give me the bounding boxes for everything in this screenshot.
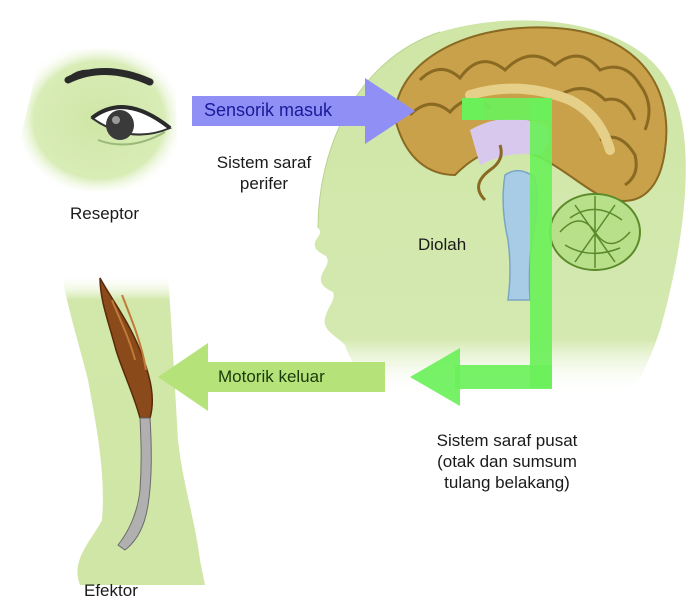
effector-label: Efektor: [84, 581, 138, 600]
brain-illustration: [393, 26, 668, 301]
leg-illustration: [62, 275, 205, 585]
eye-illustration: [20, 48, 178, 192]
cns-label-line-2: (otak dan sumsum: [437, 452, 577, 471]
peripheral-nervous-system-label: Sistem saraf perifer: [196, 152, 332, 194]
peripheral-label-line-2: perifer: [239, 174, 289, 193]
cns-label-line-3: tulang belakang): [444, 473, 570, 492]
cns-path-arrow: [410, 98, 552, 406]
receptor-label: Reseptor: [70, 204, 139, 223]
peripheral-label-line-1: Sistem saraf: [216, 153, 312, 172]
processed-label: Diolah: [418, 235, 467, 254]
motor-arrow: [158, 343, 385, 411]
central-nervous-system-label: Sistem saraf pusat (otak dan sumsum tula…: [394, 430, 620, 493]
sensory-input-label: Sensorik masuk: [204, 100, 333, 120]
motor-output-label: Motorik keluar: [218, 367, 325, 386]
sensory-arrow: [192, 78, 415, 144]
cns-label-line-1: Sistem saraf pusat: [436, 431, 578, 450]
